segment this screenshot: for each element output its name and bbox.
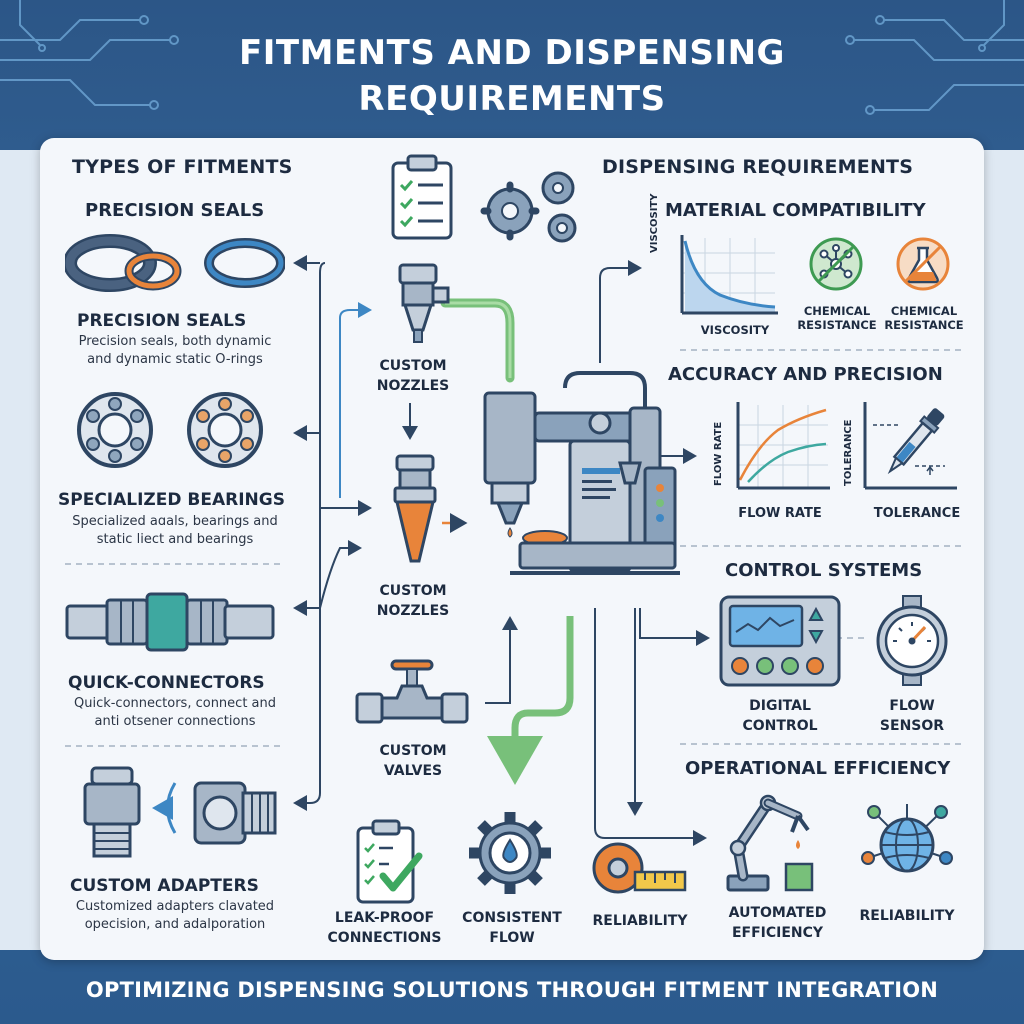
viscosity-chart-icon xyxy=(680,235,778,315)
connectors-name: QUICK-CONNECTORS xyxy=(68,673,265,693)
title-line-2: REQUIREMENTS xyxy=(358,79,666,119)
dispensing-heading: DISPENSING REQUIREMENTS xyxy=(602,156,914,178)
chem1-line2: RESISTANCE xyxy=(797,318,877,332)
tape-measure-icon xyxy=(592,842,687,894)
consistent-line2: FLOW xyxy=(489,930,535,946)
bearings-description: Specialized aɑals, bearings and static l… xyxy=(55,513,295,549)
digital-line1: DIGITAL xyxy=(749,698,811,714)
adapters-description: Customized adapters clavated opecision, … xyxy=(55,898,295,934)
viscosity-y-label-wrap: VISCOSITY xyxy=(648,194,662,254)
valve-icon xyxy=(355,659,469,724)
leak-line1: LEAK-PROOF xyxy=(334,910,435,926)
seals-description: Precision seals, both dynamic and dynami… xyxy=(55,333,295,369)
nozzle-2-line1: CUSTOM xyxy=(379,583,447,599)
flask-chemical-icon xyxy=(896,237,950,291)
nozzle-1-line1: CUSTOM xyxy=(379,358,447,374)
seals-desc-line2: and dynamic static O-rings xyxy=(87,352,263,367)
quick-connector-icon xyxy=(65,592,275,652)
connector-lines xyxy=(65,255,965,846)
chemical-resistance-label-1: CHEMICAL RESISTANCE xyxy=(792,304,882,332)
orange-nozzle-icon xyxy=(393,454,437,563)
control-systems-title: CONTROL SYSTEMS xyxy=(725,560,923,581)
viscosity-y-label: VISCOSITY xyxy=(649,193,660,254)
tolerance-y-label-wrap: TOLERANCE xyxy=(842,419,856,486)
reliability-label-bottom: RELIABILITY xyxy=(592,913,688,929)
connectors-description: Quick-connectors, connect and anti otsen… xyxy=(55,695,295,731)
chemical-resistance-label-2: CHEMICAL RESISTANCE xyxy=(878,304,970,332)
seals-desc-line1: Precision seals, both dynamic xyxy=(78,334,272,349)
fitments-heading: TYPES OF FITMENTS xyxy=(72,156,293,178)
digital-control-label: DIGITAL CONTROL xyxy=(725,696,835,736)
chem2-line2: RESISTANCE xyxy=(884,318,964,332)
adapters-desc-line2: opecision, and adalporation xyxy=(84,917,266,932)
leak-proof-label: LEAK-PROOF CONNECTIONS xyxy=(322,908,447,948)
digital-control-panel-icon xyxy=(719,595,841,687)
nozzle-2-line2: NOZZLES xyxy=(376,603,450,619)
bearings-desc-line1: Specialized aɑals, bearings and xyxy=(72,514,278,529)
accuracy-precision-title: ACCURACY AND PRECISION xyxy=(668,364,943,385)
flow-rate-chart-icon xyxy=(736,402,830,490)
checklist-clipboard-icon xyxy=(391,154,453,240)
circuit-decoration-left xyxy=(0,0,179,110)
flow-rate-x-label: FLOW RATE xyxy=(738,506,822,521)
tolerance-x-label: TOLERANCE xyxy=(873,506,961,521)
leak-line2: CONNECTIONS xyxy=(327,930,442,946)
flow-sensor-gauge-icon xyxy=(876,595,948,686)
nozzle-1-line2: NOZZLES xyxy=(376,378,450,394)
dispensing-machine-icon xyxy=(483,371,680,575)
chem2-line1: CHEMICAL xyxy=(890,304,958,318)
seals-name: PRECISION SEALS xyxy=(77,311,247,331)
o-ring-icon xyxy=(65,234,285,292)
flow-rate-y-label: FLOW RATE xyxy=(713,421,724,486)
custom-nozzle-icon xyxy=(398,263,450,343)
flow-sensor-line1: FLOW xyxy=(889,698,935,714)
global-network-icon xyxy=(861,804,953,873)
consistent-flow-label: CONSISTENT FLOW xyxy=(452,908,572,948)
tolerance-y-label: TOLERANCE xyxy=(843,419,854,486)
viscosity-x-label: VISCOSITY xyxy=(700,323,770,337)
title-line-1: FITMENTS AND DISPENSING xyxy=(239,33,785,73)
seals-section-title: PRECISION SEALS xyxy=(85,200,265,221)
dropper-tolerance-icon xyxy=(863,402,957,490)
material-compatibility-title: MATERIAL COMPATIBILITY xyxy=(665,200,926,221)
connectors-desc-line1: Quick-connectors, connect and xyxy=(73,696,277,711)
leak-proof-checklist-icon xyxy=(356,819,423,904)
automated-line1: AUTOMATED xyxy=(728,905,827,921)
robot-arm-icon xyxy=(726,794,814,892)
infographic-card: TYPES OF FITMENTS PRECISION SEALS PRECIS… xyxy=(40,138,984,960)
valve-line2: VALVES xyxy=(383,763,443,779)
reliability-label-right: RELIABILITY xyxy=(859,908,955,924)
adapters-name: CUSTOM ADAPTERS xyxy=(70,876,259,896)
footer-tagline: OPTIMIZING DISPENSING SOLUTIONS THROUGH … xyxy=(85,978,939,1002)
consistent-line1: CONSISTENT xyxy=(462,910,562,926)
gears-icon xyxy=(480,171,577,243)
connectors-desc-line2: anti otsener connections xyxy=(94,714,256,729)
automated-efficiency-label: AUTOMATED EFFICIENCY xyxy=(720,903,835,943)
automated-line2: EFFICIENCY xyxy=(731,925,824,941)
adapter-icon xyxy=(83,766,277,858)
circuit-decoration-right xyxy=(845,0,1024,115)
valve-label: CUSTOM VALVES xyxy=(358,741,468,781)
page-title: FITMENTS AND DISPENSING REQUIREMENTS xyxy=(0,30,1024,122)
molecule-chemical-icon xyxy=(809,237,863,291)
consistent-flow-gear-icon xyxy=(469,812,551,894)
adapters-desc-line1: Customized adapters clavated xyxy=(75,899,275,914)
chem1-line1: CHEMICAL xyxy=(803,304,871,318)
flow-y-label-wrap: FLOW RATE xyxy=(712,422,726,486)
nozzle-label-1: CUSTOM NOZZLES xyxy=(358,356,468,396)
nozzle-label-2: CUSTOM NOZZLES xyxy=(358,581,468,621)
bearings-name: SPECIALIZED BEARINGS xyxy=(58,490,285,510)
flow-sensor-line2: SENSOR xyxy=(879,718,945,734)
bearing-icon xyxy=(77,392,263,468)
operational-efficiency-title: OPERATIONAL EFFICIENCY xyxy=(685,758,951,779)
bearings-desc-line2: static liect and bearings xyxy=(96,532,254,547)
valve-line1: CUSTOM xyxy=(379,743,447,759)
digital-line2: CONTROL xyxy=(742,718,818,734)
flow-sensor-label: FLOW SENSOR xyxy=(857,696,967,736)
